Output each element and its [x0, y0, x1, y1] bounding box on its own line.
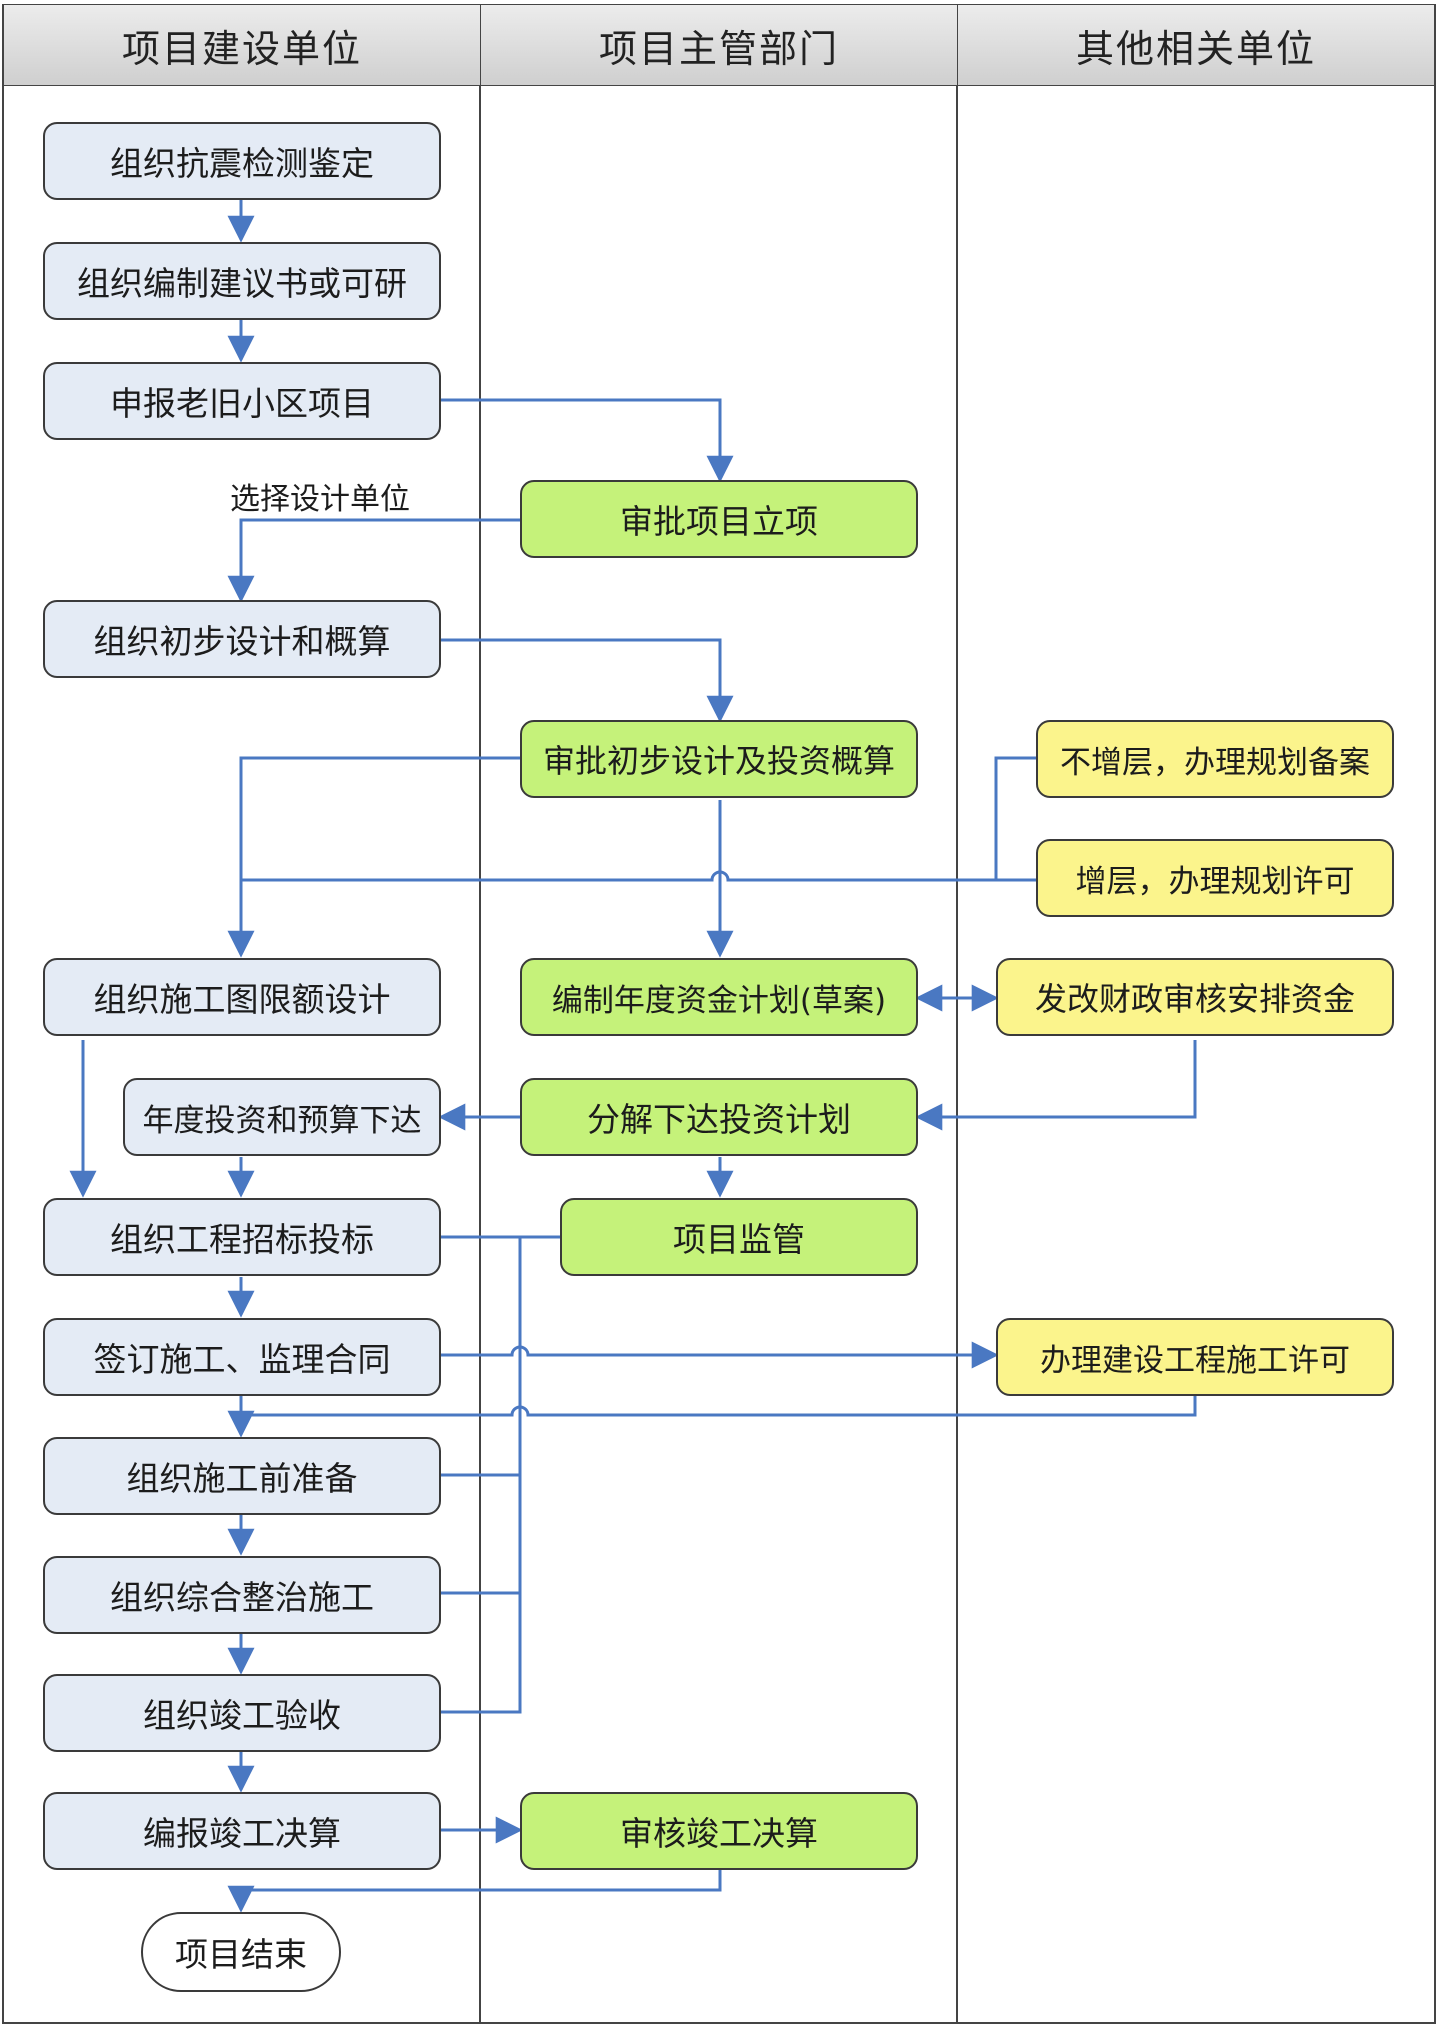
node-fund-review: 发改财政审核安排资金	[996, 958, 1394, 1036]
connector-report-to-approval	[441, 398, 734, 483]
node-preliminary-design: 组织初步设计和概算	[43, 600, 441, 678]
node-seismic-inspection: 组织抗震检测鉴定	[43, 122, 441, 200]
lane-header-construction-unit: 项目建设单位	[4, 5, 480, 85]
node-approve-preliminary: 审批初步设计及投资概算	[520, 720, 918, 798]
node-construction-permit: 办理建设工程施工许可	[996, 1318, 1394, 1396]
node-comprehensive-construction: 组织综合整治施工	[43, 1556, 441, 1634]
node-approve-project: 审批项目立项	[520, 480, 918, 558]
node-sign-contracts: 签订施工、监理合同	[43, 1318, 441, 1396]
connector-review-to-end	[227, 1870, 722, 1913]
node-construction-drawing: 组织施工图限额设计	[43, 958, 441, 1036]
connector-approval-to-preliminary	[227, 518, 520, 603]
connector-preliminary-to-approve	[441, 638, 734, 723]
node-review-final-accounts: 审核竣工决算	[520, 1792, 918, 1870]
node-annual-fund-plan: 编制年度资金计划(草案)	[520, 958, 918, 1036]
connector-approve-to-drawing	[227, 756, 520, 958]
node-proposal-feasibility: 组织编制建议书或可研	[43, 242, 441, 320]
label-select-design-unit: 选择设计单位	[230, 482, 410, 517]
node-no-floor-add: 不增层，办理规划备案	[1036, 720, 1394, 798]
node-final-accounts: 编报竣工决算	[43, 1792, 441, 1870]
lane-header-other-units: 其他相关单位	[958, 5, 1434, 85]
lane-header-competent-department: 项目主管部门	[481, 5, 957, 85]
node-completion-acceptance: 组织竣工验收	[43, 1674, 441, 1752]
node-pre-construction: 组织施工前准备	[43, 1437, 441, 1515]
connector-permit-to-preconstruction	[241, 1395, 1197, 1417]
connector-contract-to-permit	[441, 1341, 999, 1369]
node-bidding: 组织工程招标投标	[43, 1198, 441, 1276]
node-report-project: 申报老旧小区项目	[43, 362, 441, 440]
node-decompose-plan: 分解下达投资计划	[520, 1078, 918, 1156]
node-project-end: 项目结束	[141, 1912, 341, 1992]
node-annual-investment: 年度投资和预算下达	[123, 1078, 441, 1156]
node-floor-add: 增层，办理规划许可	[1036, 839, 1394, 917]
connector-fundreview-to-decompose	[915, 1040, 1197, 1131]
connector-planning-to-drawing	[241, 756, 1036, 882]
node-supervision: 项目监管	[560, 1198, 918, 1276]
